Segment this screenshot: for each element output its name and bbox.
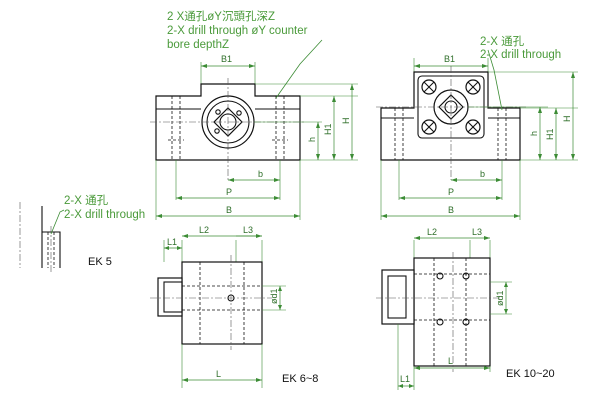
ek5-detail-view (19, 202, 65, 272)
dim-l1-label: L1 (167, 237, 177, 247)
dim-b1-label: B1 (221, 54, 232, 64)
dim-htotal-label-2: H (562, 116, 572, 123)
ek10-side-body (413, 257, 491, 367)
dim-btotal-label-2: B (448, 205, 454, 215)
ek10-locknut-side (381, 269, 415, 325)
callout-ek5-line1: 2-X 通孔 (64, 194, 109, 207)
dim-h1-label-2: H1 (545, 128, 555, 140)
callout-ek6-line1: 2 X通孔øY沉頭孔深Z (167, 9, 275, 23)
model-label-ek5: EK 5 (88, 256, 112, 268)
ek6-front-view: B1 h H1 (150, 39, 358, 220)
dim-d1-label: ød1 (269, 288, 279, 304)
dim-l2-label-2: L2 (427, 227, 437, 237)
dim-l3-label-2: L3 (472, 227, 482, 237)
dim-h-label: h (307, 137, 317, 142)
dim-l-label: L (216, 369, 221, 379)
dim-p-label: P (226, 187, 232, 197)
callout-ek6-line2: 2-X drill through øY counter (167, 25, 308, 37)
ek10-side-view: L2 L3 ød1 L L1 (376, 227, 512, 390)
callout-ek5-line2: 2-X drill through (64, 209, 145, 221)
callout-ek6-line3: bore depthZ (167, 39, 229, 51)
model-label-ek6-8: EK 6~8 (282, 373, 318, 385)
dim-l1-label-2: L1 (400, 374, 410, 384)
dim-d1-label-2: ød1 (495, 290, 505, 306)
dim-l-label-2: L (448, 356, 453, 366)
dim-h1-label: H1 (323, 123, 333, 135)
dim-b1-label-2: B1 (444, 54, 455, 64)
dim-btotal-label: B (226, 205, 232, 215)
dim-htotal-label: H (341, 118, 351, 125)
dim-l2-label: L2 (199, 225, 209, 235)
ek10-front-view: B1 h H1 (376, 49, 578, 220)
dim-b-label-2: b (480, 169, 485, 179)
dim-p-label-2: P (448, 187, 454, 197)
model-label-ek10-20: EK 10~20 (506, 368, 555, 380)
callout-ek10-line1: 2-X 通孔 (480, 35, 525, 48)
ek6-locknut-side (157, 277, 183, 317)
ek6-side-body (181, 261, 263, 345)
ek6-side-view: L1 L2 L3 ød1 L (150, 225, 286, 388)
dim-h-label-2: h (529, 131, 539, 136)
dim-l3-label: L3 (243, 225, 253, 235)
callout-ek10-line2: 2-X drill through (480, 49, 561, 61)
dim-b-label: b (258, 169, 263, 179)
